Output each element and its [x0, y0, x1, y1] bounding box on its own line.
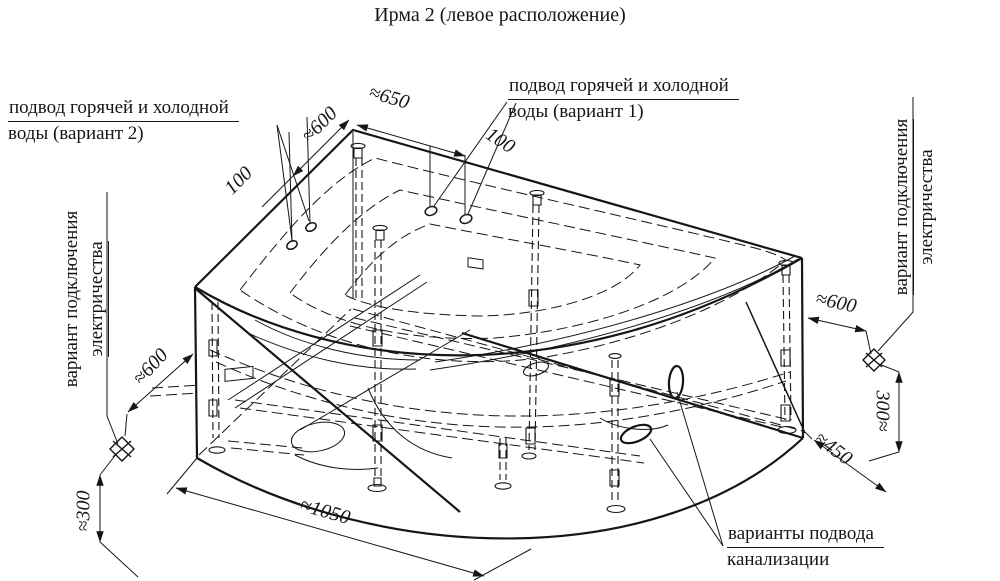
note-drainage: варианты подвода канализации	[727, 522, 884, 572]
note-water-variant-1: подвод горячей и холодной воды (вариант …	[508, 74, 739, 124]
dim-right-outlet-height: 300≈	[871, 390, 894, 432]
leg	[356, 158, 362, 300]
leg	[500, 438, 506, 480]
leg	[529, 205, 539, 450]
note-electrical-right-line1: вариант подключения	[891, 118, 914, 296]
note-water-variant-1-line2: воды (вариант 1)	[508, 101, 644, 122]
note-electrical-left: вариант подключения электричества	[59, 189, 109, 409]
note-electrical-right: вариант подключения электричества	[889, 97, 939, 317]
note-water-variant-2-line1: подвод горячей и холодной	[8, 96, 239, 122]
leader-lines	[107, 97, 913, 546]
note-water-variant-2: подвод горячей и холодной воды (вариант …	[8, 96, 239, 146]
dimension-lines	[96, 117, 903, 580]
note-electrical-left-line1: вариант подключения	[61, 210, 82, 388]
dim-left-outlet-height: ≈300	[72, 490, 95, 532]
note-electrical-left-line2: электричества	[86, 241, 109, 357]
leg	[375, 240, 381, 478]
leg	[212, 302, 219, 438]
drain-connection-points	[522, 359, 684, 447]
water-connection-points	[285, 205, 473, 251]
electrical-outlet-symbol-right	[863, 349, 885, 371]
tub-interior-lines	[225, 132, 798, 469]
note-water-variant-1-line1: подвод горячей и холодной	[508, 74, 739, 100]
frame-legs	[209, 143, 796, 512]
hidden-frame-lines	[150, 158, 803, 463]
note-electrical-right-line2: электричества	[916, 149, 937, 265]
note-water-variant-2-line2: воды (вариант 2)	[8, 123, 144, 144]
note-drainage-line1: варианты подвода	[727, 522, 884, 548]
drawing-title: Ирма 2 (левое расположение)	[374, 4, 626, 26]
note-drainage-line2: канализации	[727, 549, 830, 570]
leg	[783, 275, 791, 420]
